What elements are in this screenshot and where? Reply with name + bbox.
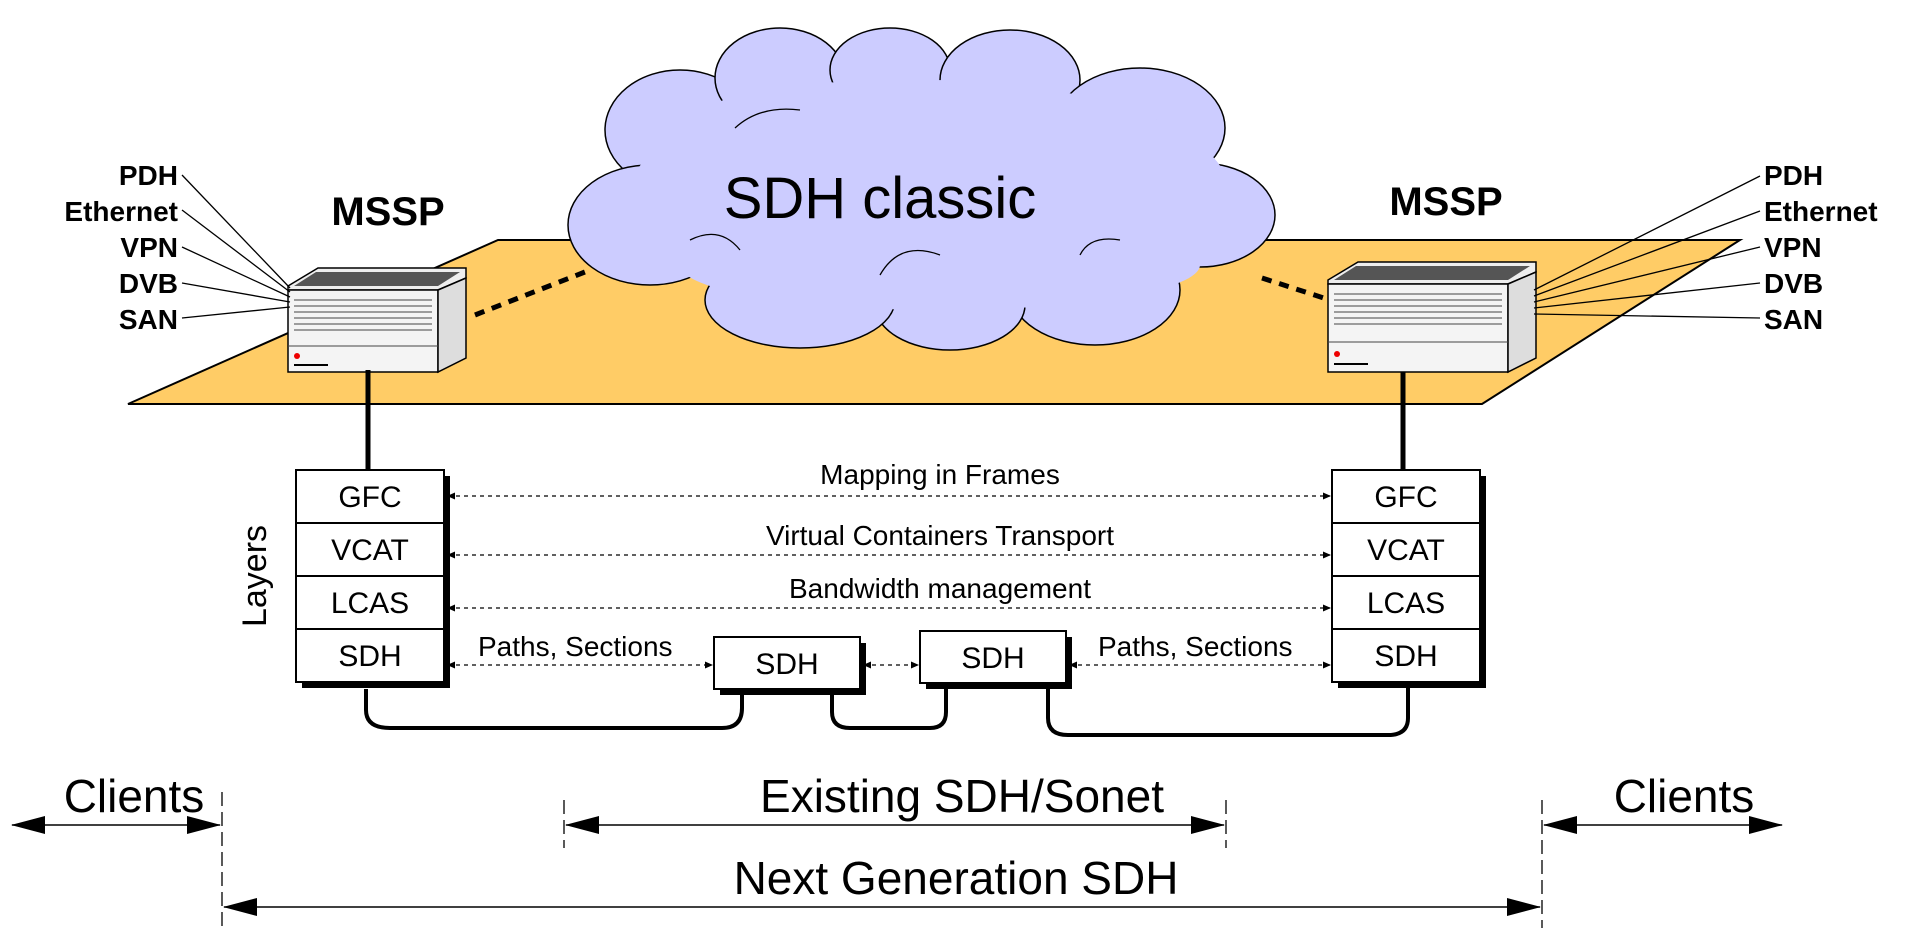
peer-relations [447, 492, 1331, 669]
clients-right-label: Clients [1614, 770, 1755, 822]
left-iface-ethernet: Ethernet [64, 196, 178, 227]
layer-stack-left: GFC VCAT LCAS SDH [295, 469, 450, 688]
cloud-label: SDH classic [724, 166, 1037, 231]
mssp-device-left [287, 267, 467, 374]
right-iface-ethernet: Ethernet [1764, 196, 1878, 227]
mssp-device-right [1327, 261, 1537, 374]
layer-stack-right: GFC VCAT LCAS SDH [1331, 469, 1486, 688]
left-layer-lcas: LCAS [331, 587, 409, 620]
layers-axis-label: Layers [236, 525, 274, 627]
relation-vcat-label: Virtual Containers Transport [766, 520, 1114, 551]
relation-sdh-right-label: Paths, Sections [1098, 631, 1293, 662]
right-layer-lcas: LCAS [1367, 587, 1445, 620]
next-gen-sdh-label: Next Generation SDH [734, 852, 1179, 904]
right-iface-dvb: DVB [1764, 268, 1823, 299]
relation-lcas-label: Bandwidth management [789, 573, 1091, 604]
right-iface-vpn: VPN [1764, 232, 1822, 263]
left-layer-gfc: GFC [338, 481, 401, 514]
right-layer-gfc: GFC [1374, 481, 1437, 514]
mid-sdh-node-2: SDH [919, 630, 1072, 689]
existing-sdh-label: Existing SDH/Sonet [760, 770, 1164, 822]
right-layer-vcat: VCAT [1367, 534, 1445, 567]
right-layer-sdh: SDH [1374, 640, 1437, 673]
mssp-right-label: MSSP [1389, 180, 1502, 224]
span-boundaries [221, 792, 1543, 928]
link-right-dashed [1261, 275, 1331, 303]
sdh-classic-cloud: SDH classic [567, 27, 1276, 351]
relation-sdh-left-label: Paths, Sections [478, 631, 673, 662]
right-iface-pdh: PDH [1764, 160, 1823, 191]
left-layer-sdh: SDH [338, 640, 401, 673]
left-layer-vcat: VCAT [331, 534, 409, 567]
left-iface-pdh: PDH [119, 160, 178, 191]
mssp-left-label: MSSP [331, 190, 444, 234]
right-iface-san: SAN [1764, 304, 1823, 335]
link-left-dashed [474, 267, 591, 318]
relation-gfc-label: Mapping in Frames [820, 459, 1060, 490]
left-iface-dvb: DVB [119, 268, 178, 299]
clients-left-label: Clients [64, 770, 205, 822]
mid-sdh-node-1-label: SDH [755, 648, 818, 681]
left-iface-vpn: VPN [120, 232, 178, 263]
left-iface-san: SAN [119, 304, 178, 335]
sdh-physical-links [364, 686, 1410, 737]
mid-sdh-node-1: SDH [713, 636, 866, 695]
span-arrows [11, 816, 1783, 916]
client-interface-lines-left [181, 174, 291, 319]
client-interface-lines-right [1533, 175, 1761, 319]
mid-sdh-node-2-label: SDH [961, 642, 1024, 675]
